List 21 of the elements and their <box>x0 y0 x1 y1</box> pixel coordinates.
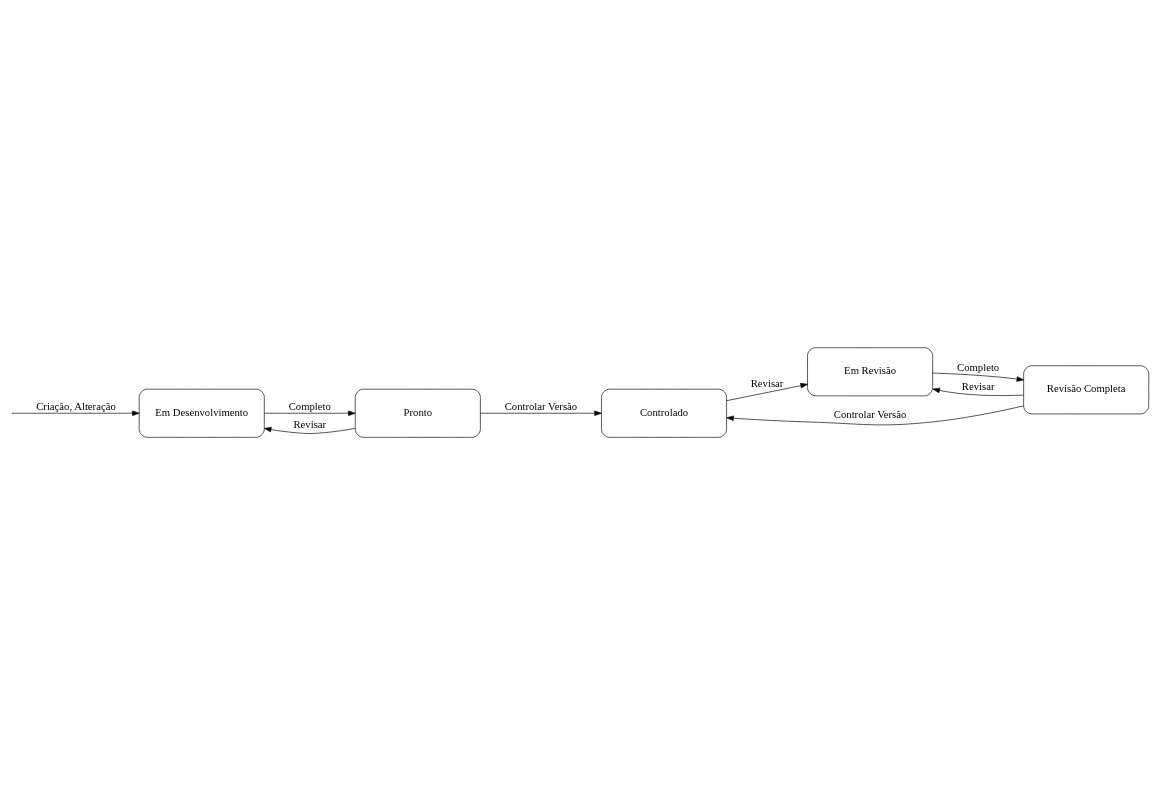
node-box: Pronto <box>354 388 481 438</box>
edge-label: Revisar <box>750 377 784 390</box>
node-box: Revisão Completa <box>1023 365 1150 415</box>
node-box: Em Desenvolvimento <box>138 388 265 438</box>
arrow <box>12 410 140 416</box>
edge-label: Completo <box>957 360 1000 373</box>
arrow <box>932 387 1024 396</box>
edge-label: Completo <box>288 399 331 412</box>
arrow <box>480 410 602 416</box>
node-box: Em Revisão <box>807 347 933 397</box>
edge-label: Revisar <box>961 379 995 392</box>
edge-label: Revisar <box>293 418 327 431</box>
arrow <box>726 383 808 401</box>
arrow <box>726 405 1024 426</box>
arrow <box>264 410 356 416</box>
edge-label: Controlar Versão <box>504 399 578 412</box>
edge-label: Controlar Versão <box>833 408 907 421</box>
edge-label: Criação, Alteração <box>36 399 116 412</box>
arrow <box>264 426 356 434</box>
arrow <box>932 372 1024 382</box>
node-box: Controlado <box>601 388 727 438</box>
